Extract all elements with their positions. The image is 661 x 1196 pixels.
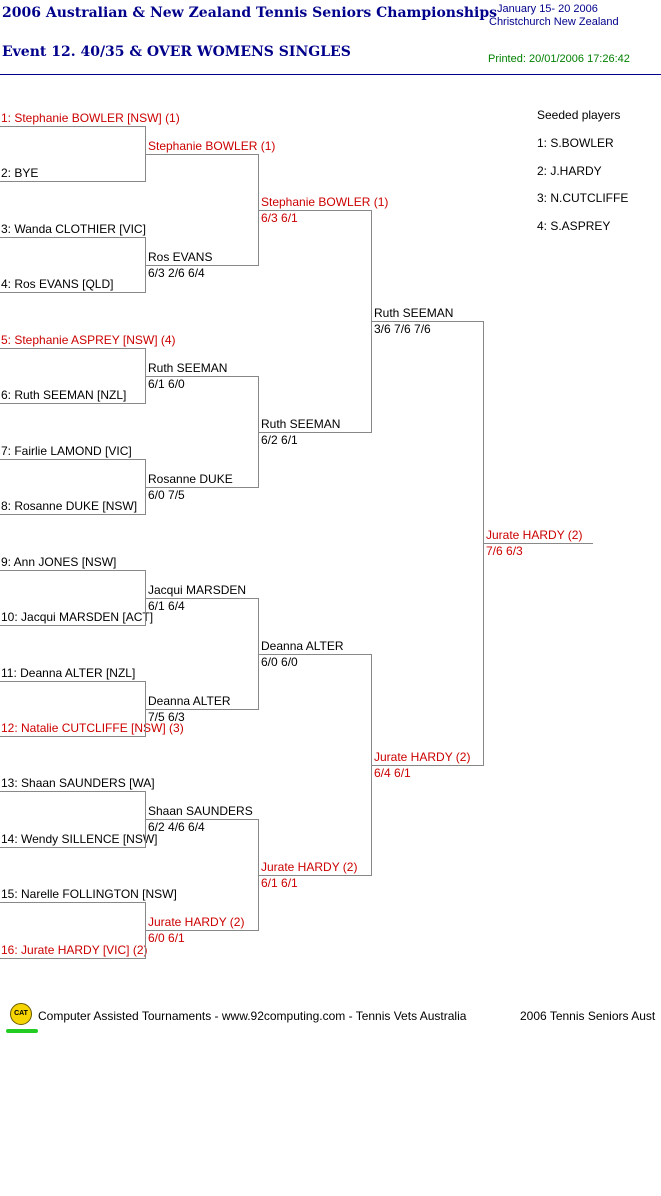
- draw-line-round3: [258, 210, 371, 211]
- draw-line-round4: [371, 765, 483, 766]
- final-score: 7/6 6/3: [486, 544, 523, 558]
- draw-line-round1: [0, 459, 145, 460]
- round3-score: 6/3 6/1: [261, 211, 298, 225]
- round2-score: 6/3 2/6 6/4: [148, 266, 205, 280]
- seeded-players-heading: Seeded players: [537, 108, 621, 122]
- round3-score: 6/2 6/1: [261, 433, 298, 447]
- event-title: Event 12. 40/35 & OVER WOMENS SINGLES: [2, 44, 351, 60]
- round4-score: 3/6 7/6 7/6: [374, 322, 431, 336]
- round1-player: 9: Ann JONES [NSW]: [1, 555, 117, 569]
- round2-winner: Ruth SEEMAN: [148, 361, 228, 375]
- draw-line-final: [483, 543, 593, 544]
- tournament-location: Christchurch New Zealand: [489, 16, 619, 28]
- round1-player: 2: BYE: [1, 166, 39, 180]
- round2-winner: Shaan SAUNDERS: [148, 804, 253, 818]
- round2-winner: Jacqui MARSDEN: [148, 583, 247, 597]
- round2-score: 6/1 6/4: [148, 599, 185, 613]
- draw-line-round1: [0, 847, 145, 848]
- round3-winner: Jurate HARDY (2): [261, 860, 358, 874]
- round4-score: 6/4 6/1: [374, 766, 411, 780]
- round2-score: 6/1 6/0: [148, 377, 185, 391]
- draw-line-round1: [0, 403, 145, 404]
- draw-line-round1: [0, 514, 145, 515]
- draw-line-round2: [145, 376, 258, 377]
- draw-line-round1: [0, 237, 145, 238]
- round2-winner: Rosanne DUKE: [148, 472, 233, 486]
- round1-player: 13: Shaan SAUNDERS [WA]: [1, 776, 155, 790]
- round1-player: 15: Narelle FOLLINGTON [NSW]: [1, 887, 177, 901]
- round3-score: 6/0 6/0: [261, 655, 298, 669]
- draw-line-round1: [0, 791, 145, 792]
- round2-winner: Deanna ALTER: [148, 694, 231, 708]
- draw-line-round2: [145, 930, 258, 931]
- tournament-title: 2006 Australian & New Zealand Tennis Sen…: [2, 5, 498, 21]
- round1-player: 16: Jurate HARDY [VIC] (2): [1, 943, 148, 957]
- round4-winner: Ruth SEEMAN: [374, 306, 454, 320]
- footer-credit: Computer Assisted Tournaments - www.92co…: [38, 1009, 467, 1023]
- final-winner: Jurate HARDY (2): [486, 528, 583, 542]
- tournament-dates: January 15- 20 2006: [497, 3, 598, 15]
- cat-logo-text: CAT: [14, 1010, 28, 1017]
- draw-line-round2: [145, 598, 258, 599]
- round1-player: 8: Rosanne DUKE [NSW]: [1, 499, 138, 513]
- draw-line-round1: [0, 625, 145, 626]
- round1-player: 3: Wanda CLOTHIER [VIC]: [1, 222, 146, 236]
- seeded-player: 1: S.BOWLER: [537, 136, 614, 150]
- round1-player: 4: Ros EVANS [QLD]: [1, 277, 114, 291]
- round1-player: 10: Jacqui MARSDEN [ACT]: [1, 610, 154, 624]
- round1-player: 12: Natalie CUTCLIFFE [NSW] (3): [1, 721, 184, 735]
- round2-score: 6/2 4/6 6/4: [148, 820, 205, 834]
- draw-line-round2: [145, 265, 258, 266]
- seeded-player: 4: S.ASPREY: [537, 219, 611, 234]
- draw-line-round3: [258, 432, 371, 433]
- round1-player: 5: Stephanie ASPREY [NSW] (4): [1, 333, 176, 347]
- draw-line-round1: [0, 126, 145, 127]
- round1-player: 1: Stephanie BOWLER [NSW] (1): [1, 111, 180, 125]
- round3-winner: Stephanie BOWLER (1): [261, 195, 389, 209]
- round3-winner: Ruth SEEMAN: [261, 417, 341, 431]
- round2-winner: Ros EVANS: [148, 250, 213, 264]
- header-divider: [0, 74, 661, 75]
- round2-score: 6/0 6/1: [148, 931, 185, 945]
- footer-event-name: 2006 Tennis Seniors Aust: [520, 1009, 656, 1023]
- draw-line-round1: [0, 681, 145, 682]
- draw-line-round3: [258, 654, 371, 655]
- draw-line-round2: [145, 154, 258, 155]
- draw-line-round2: [145, 819, 258, 820]
- draw-line-round2: [145, 709, 258, 710]
- draw-line-round2: [145, 487, 258, 488]
- round2-winner: Jurate HARDY (2): [148, 915, 245, 929]
- draw-line-round1: [0, 292, 145, 293]
- draw-line-round4: [371, 321, 483, 322]
- seeded-player: 3: N.CUTCLIFFE: [537, 191, 629, 206]
- draw-line-round1: [0, 958, 145, 959]
- cat-logo-underline: [6, 1029, 38, 1033]
- round1-player: 7: Fairlie LAMOND [VIC]: [1, 444, 132, 458]
- round1-player: 6: Ruth SEEMAN [NZL]: [1, 388, 127, 402]
- printed-timestamp: Printed: 20/01/2006 17:26:42: [488, 53, 630, 65]
- draw-line-round1: [0, 902, 145, 903]
- round3-score: 6/1 6/1: [261, 876, 298, 890]
- draw-line-round3: [258, 875, 371, 876]
- draw-line-round1: [0, 348, 145, 349]
- round4-winner: Jurate HARDY (2): [374, 750, 471, 764]
- round2-winner: Stephanie BOWLER (1): [148, 139, 276, 153]
- draw-line-round1: [0, 570, 145, 571]
- cat-logo-icon: CAT: [10, 1003, 32, 1025]
- seeded-player: 2: J.HARDY: [537, 163, 602, 178]
- draw-line-round1: [0, 181, 145, 182]
- round2-score: 7/5 6/3: [148, 710, 185, 724]
- round2-score: 6/0 7/5: [148, 488, 185, 502]
- round3-winner: Deanna ALTER: [261, 639, 344, 653]
- round1-player: 14: Wendy SILLENCE [NSW]: [1, 832, 158, 846]
- round1-player: 11: Deanna ALTER [NZL]: [1, 666, 136, 680]
- draw-line-round1: [0, 736, 145, 737]
